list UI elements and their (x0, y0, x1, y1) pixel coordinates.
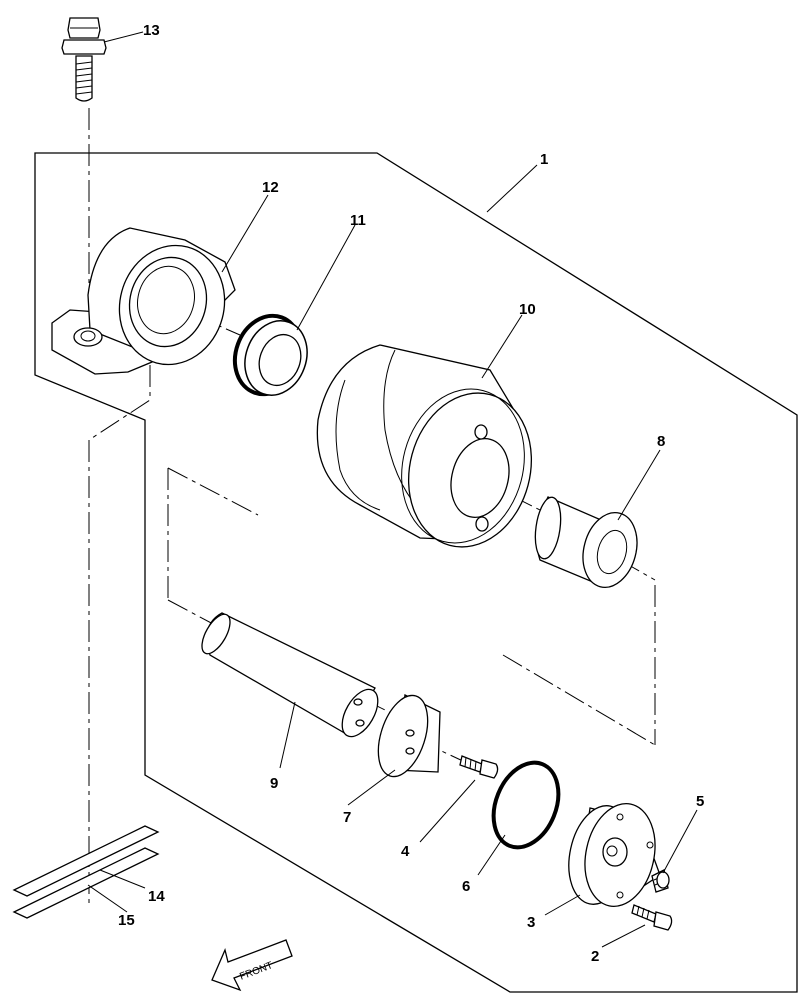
bolt-13-icon (61, 17, 107, 102)
front-arrow-icon: FRONT (211, 939, 293, 992)
assembly-outline (34, 152, 798, 993)
callout-4: 4 (401, 843, 410, 860)
callout-6: 6 (462, 878, 470, 895)
callout-10: 10 (519, 301, 536, 318)
leader-lines (87, 31, 698, 948)
roller-10-icon (316, 344, 533, 548)
callout-8: 8 (657, 433, 665, 450)
bolt-4-icon (459, 755, 499, 779)
bushing-8-icon (534, 496, 638, 588)
shims-14-15-icon (12, 825, 160, 919)
plate-7-icon (377, 694, 441, 778)
callout-13: 13 (143, 22, 160, 39)
callout-5: 5 (696, 793, 704, 810)
shaft-9-icon (201, 612, 379, 738)
grease-fitting-5-icon (651, 869, 670, 893)
bracket-12-icon (51, 227, 236, 375)
callout-1: 1 (540, 151, 548, 168)
o-ring-6-icon (491, 760, 561, 850)
callout-9: 9 (270, 775, 278, 792)
bolt-2-icon (631, 904, 673, 931)
seal-11-icon (232, 313, 308, 397)
callout-15: 15 (118, 912, 135, 929)
callout-11: 11 (350, 212, 366, 229)
callout-2: 2 (591, 948, 599, 965)
callout-14: 14 (148, 888, 165, 905)
callout-7: 7 (343, 809, 351, 826)
cover-3-icon (568, 802, 661, 908)
callout-3: 3 (527, 914, 535, 931)
callout-labels: 1 2 3 4 5 6 7 8 9 10 11 12 13 14 15 (118, 22, 704, 965)
callout-12: 12 (262, 179, 279, 196)
